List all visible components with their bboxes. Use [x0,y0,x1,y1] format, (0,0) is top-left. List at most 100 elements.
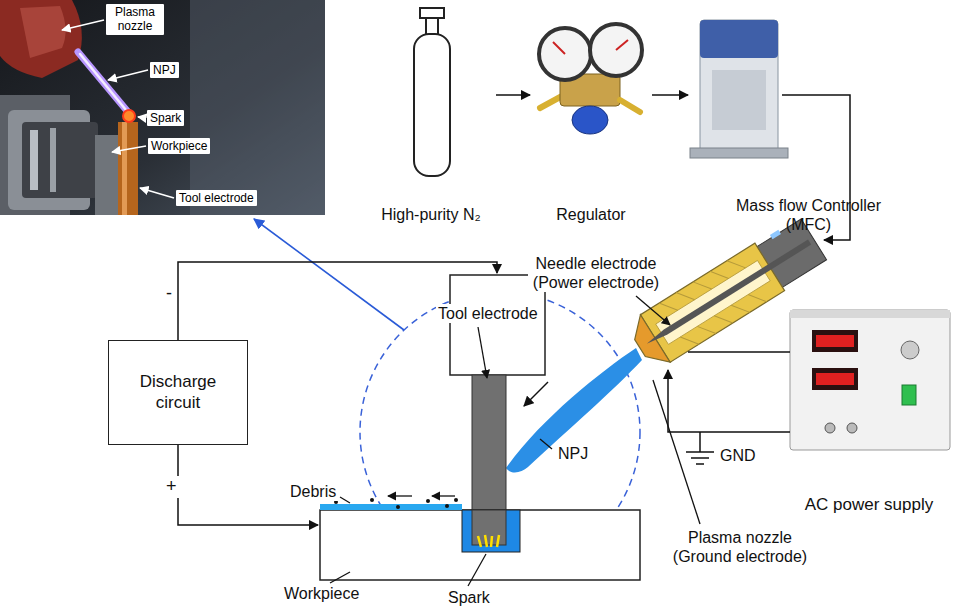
ground-label: GND [718,446,758,465]
photo-label: NPJ [150,62,179,78]
leader-lines [478,327,487,378]
experiment-photo [30,130,38,190]
experiment-photo [140,188,174,198]
experiment-photo [22,122,98,198]
plasma-nozzle-drawing [770,230,781,240]
leader-lines [653,380,700,524]
mass-flow-controller: Mass flow Controller (MFC) [688,2,898,234]
part-label: Needle electrode (Power electrode) [528,254,664,292]
workpiece-drawing [320,504,462,510]
power-supply-drawing [790,310,950,318]
part-label: NPJ [556,444,590,463]
experiment-photo [108,70,148,80]
experiment-photo [122,122,127,215]
power-supply-drawing [790,310,950,450]
wiring [686,452,714,464]
workpiece-drawing [432,495,455,496]
polarity-sign: + [164,476,179,498]
part-label: Debris [288,482,338,501]
photo-label: Tool electrode [176,190,257,206]
experiment-photo [80,54,126,110]
polarity-sign: - [164,283,174,305]
workpiece-drawing [320,382,640,580]
part-label: Spark [446,588,492,607]
device-caption: High-purity N₂ [366,205,496,224]
power-supply-drawing [790,310,950,450]
mfc-drawing [700,20,778,152]
wiring [699,432,701,452]
experiment-photo [118,122,138,215]
wiring [688,351,790,353]
regulator-drawing [539,28,591,80]
workpiece-drawing [370,498,374,502]
regulator-drawing [616,40,628,50]
workpiece-drawing [320,510,640,580]
mfc-drawing [712,70,766,130]
regulator-drawing [553,42,565,54]
leader-lines [540,439,552,449]
workpiece-drawing [524,382,548,406]
experiment-photo [112,146,146,152]
gas-cylinder-drawing [414,34,450,176]
workpiece-drawing [388,495,412,496]
regulator-drawing [620,100,640,112]
power-supply-drawing [825,423,835,433]
experiment-photo [190,0,325,215]
workpiece-drawing [472,510,506,545]
mfc-drawing [690,148,788,158]
part-label: Plasma nozzle (Ground electrode) [664,528,816,566]
power-supply-drawing [816,373,854,385]
gas-cylinder-drawing [414,8,450,176]
part-label: Workpiece [282,584,361,603]
wiring [178,262,790,525]
tool-electrode-drawing [472,375,506,545]
regulator-drawing [572,106,608,134]
leader-lines [330,296,700,586]
power-supply-drawing [812,368,858,390]
wiring [178,262,497,340]
experiment-photo [138,117,145,118]
experiment-photo [123,110,135,122]
experiment-photo [0,0,325,215]
power-supply-drawing [902,385,916,405]
gas-cylinder: High-purity N₂ [366,2,496,224]
workpiece-drawing [426,499,430,503]
zoom-arrow [254,219,404,330]
workpiece-drawing [478,535,499,547]
experiment-photo [78,52,128,112]
workpiece-drawing [462,510,520,552]
process-box: Discharge circuit [108,340,248,445]
experiment-photo [50,128,56,192]
mfc-drawing [700,20,778,58]
leader-lines [340,497,350,503]
power-supply-drawing [816,335,854,347]
wiring [668,370,790,432]
photo-label: Workpiece [148,138,210,154]
leader-lines [468,554,486,586]
workpiece-drawing [454,498,458,502]
leader-lines [330,572,350,583]
workpiece-drawing [396,505,400,509]
power-supply-drawing [812,330,858,352]
flow-arrow [652,94,688,96]
experiment-photo [0,0,325,215]
gas-cylinder-drawing [420,8,444,18]
experiment-photo [20,6,66,58]
box-label: Discharge circuit [127,372,229,413]
regulator-drawing [539,24,642,134]
device-caption: AC power supply [780,495,958,515]
flow-arrow [496,94,530,96]
device-caption: Mass flow Controller (MFC) [726,196,891,234]
regulator-drawing [590,24,642,76]
device-caption: Regulator [530,205,652,224]
power-supply-drawing [901,341,919,359]
regulator-drawing [540,96,562,108]
pressure-regulator: Regulator [530,2,652,224]
photo-label: Spark [147,110,184,126]
power-supply-drawing [847,423,857,433]
workpiece-drawing [445,504,449,508]
power-supply: AC power supply [780,300,958,515]
leader-lines [636,296,670,325]
part-label: Tool electrode [436,304,540,323]
